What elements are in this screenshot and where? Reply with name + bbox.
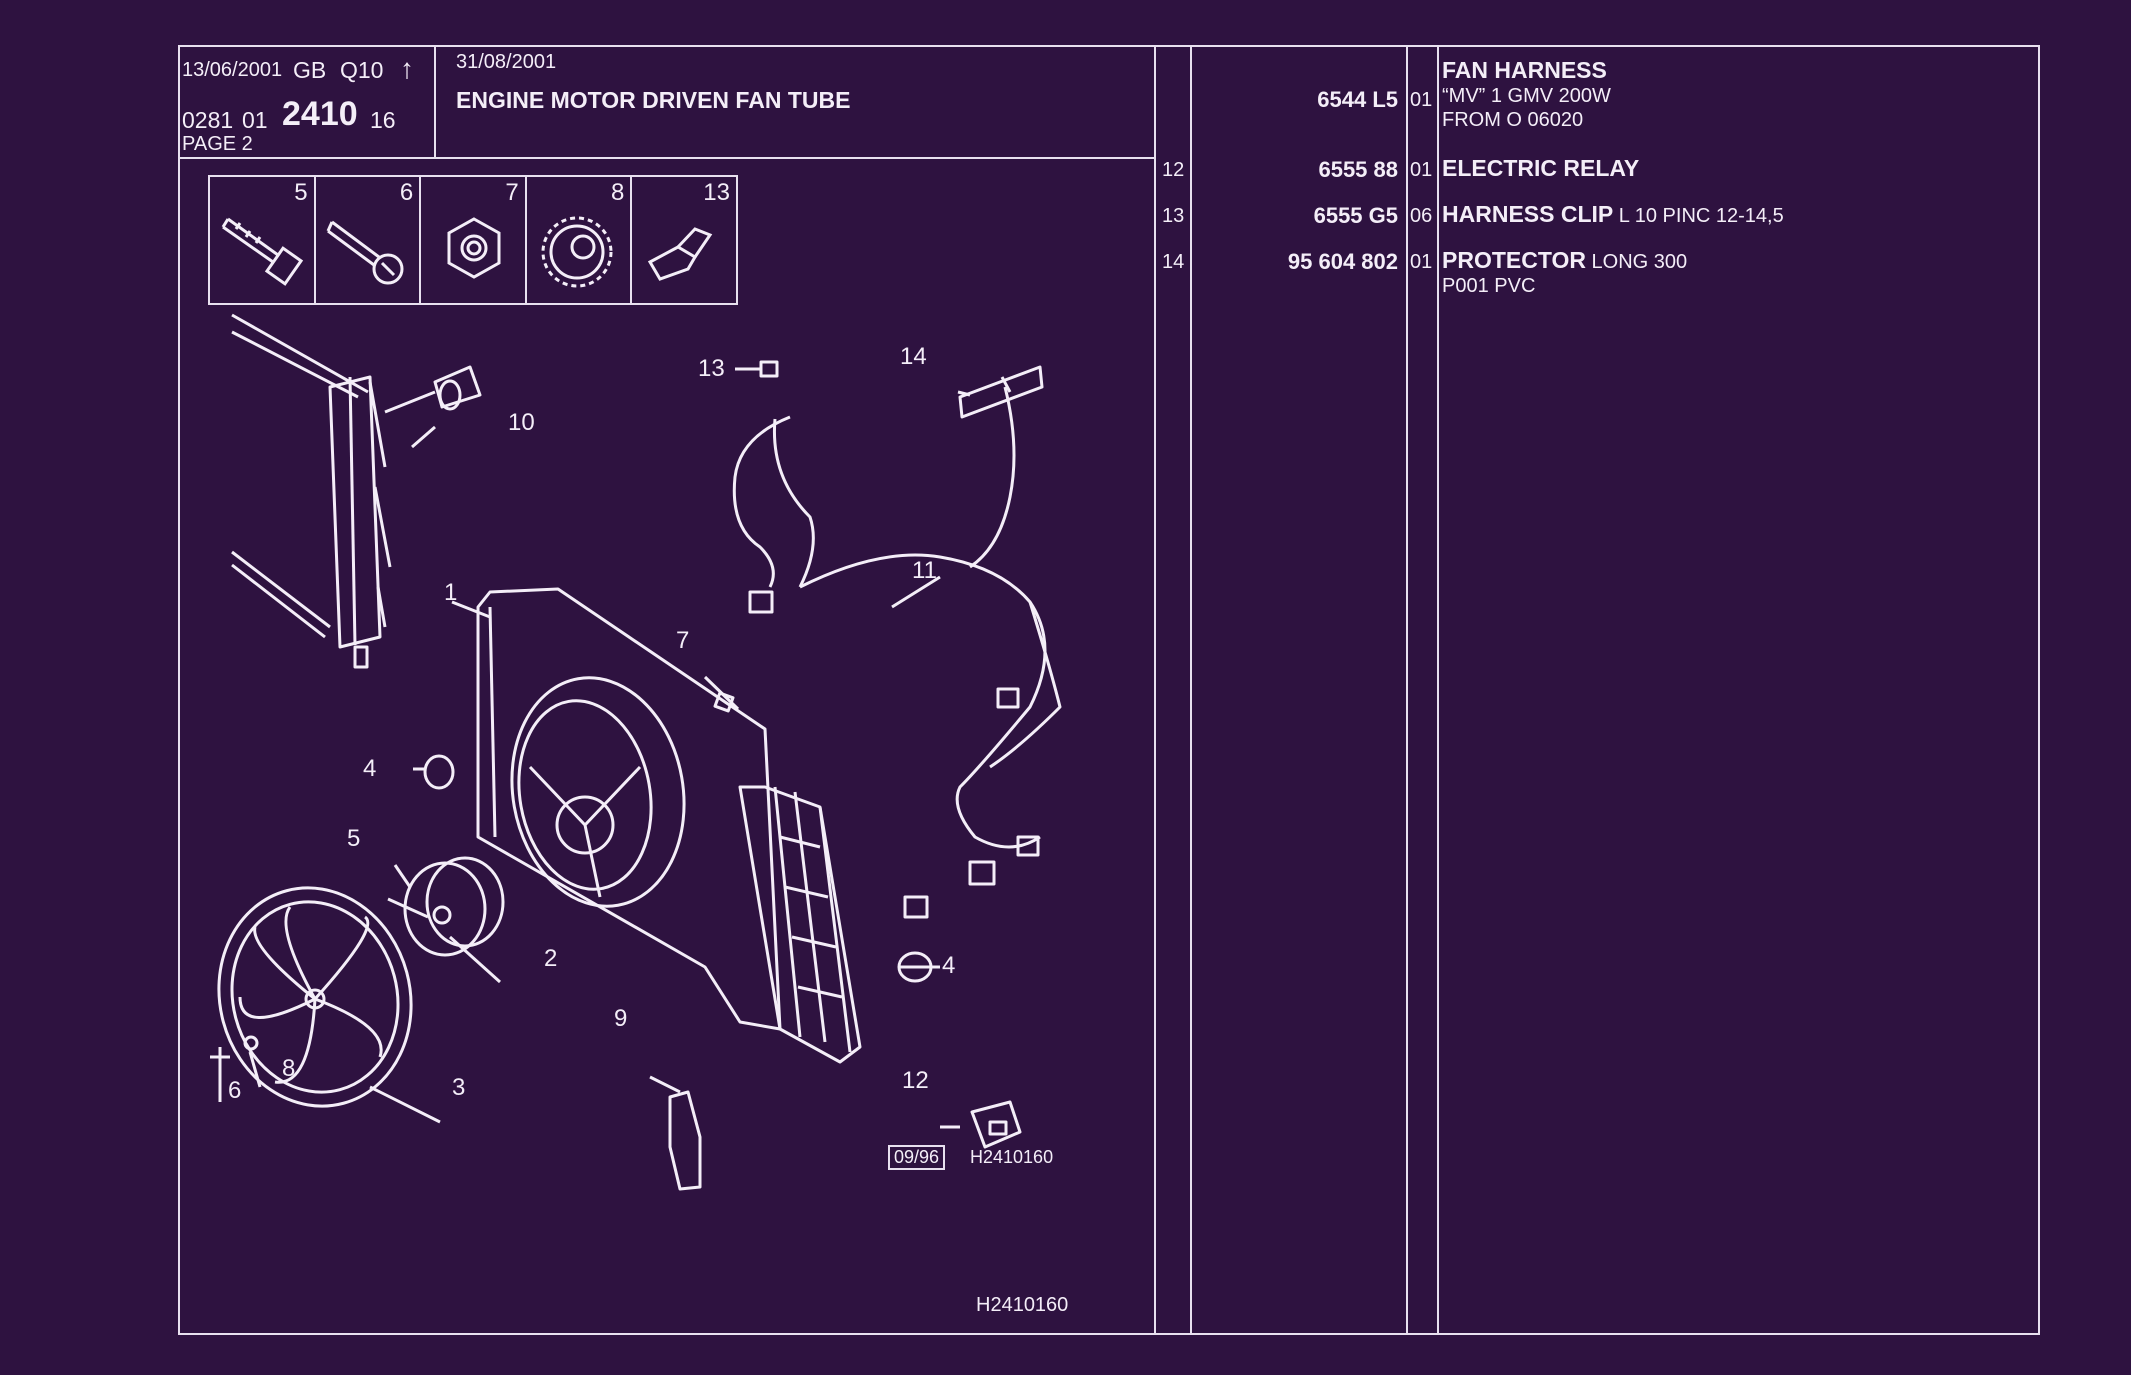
part-index: 14	[1162, 251, 1185, 273]
part-ref: 6555 G5	[1313, 203, 1398, 228]
callout-12: 12	[902, 1067, 929, 1094]
parts-sheet: 13/06/2001 GB Q10 ↑ 0281 01 2410 16 PAGE…	[178, 45, 2040, 1335]
callout-2: 2	[544, 945, 558, 972]
small-part-5: 5	[210, 177, 316, 303]
harness-clip-marker	[759, 360, 779, 378]
small-part-7: 7	[421, 177, 527, 303]
part-index: 12	[1162, 159, 1185, 181]
callout-7: 7	[676, 627, 690, 654]
header-date: 13/06/2001	[182, 59, 283, 81]
screw-icon	[326, 220, 404, 285]
col-divider-c	[1406, 47, 1408, 1335]
shroud-ring	[510, 676, 686, 908]
footer-code: H2410160	[976, 1294, 1069, 1316]
part-description: HARNESS CLIP L 10 PINC 12-14,5	[1442, 201, 1784, 228]
small-part-number: 5	[294, 179, 308, 206]
part-ref: 95 604 802	[1287, 249, 1398, 274]
part-detail: “MV” 1 GMV 200W	[1442, 85, 1611, 107]
header-ref-a: 0281	[182, 107, 234, 133]
up-arrow-icon: ↑	[400, 53, 414, 84]
callout-10: 10	[508, 409, 535, 436]
part-name: PROTECTOR	[1442, 247, 1586, 273]
part-name: HARNESS CLIP	[1442, 201, 1614, 227]
part-description: FAN HARNESS “MV” 1 GMV 200W FROM O 06020	[1442, 57, 1611, 132]
part-index: 13	[1162, 205, 1185, 227]
callout-14: 14	[900, 343, 927, 370]
part-qty: 01	[1410, 251, 1433, 273]
drawing-code: H2410160	[970, 1147, 1054, 1167]
header-code: Q10	[340, 57, 384, 83]
header-title-block: 31/08/2001 ENGINE MOTOR DRIVEN FAN TUBE	[436, 47, 1156, 159]
small-part-number: 8	[611, 179, 625, 206]
part-description: ELECTRIC RELAY	[1442, 155, 1639, 182]
part-name: FAN HARNESS	[1442, 57, 1607, 83]
header-group: 2410	[282, 95, 358, 133]
callout-6: 6	[228, 1077, 242, 1104]
revision-stamp: 09/96	[888, 1145, 946, 1170]
small-part-number: 6	[399, 179, 414, 206]
header-info: 13/06/2001 GB Q10 ↑ 0281 01 2410 16 PAGE…	[180, 47, 436, 159]
header-page: PAGE 2	[182, 133, 253, 155]
radiator-core	[328, 375, 382, 649]
small-part-13: 13	[632, 177, 736, 303]
part-name: ELECTRIC RELAY	[1442, 155, 1640, 181]
part-detail: P001 PVC	[1442, 275, 1536, 297]
part-description: PROTECTOR LONG 300 P001 PVC	[1442, 247, 1687, 298]
title-date: 31/08/2001	[456, 51, 557, 73]
header-lang: GB	[293, 57, 327, 83]
part-name-extra: L 10 PINC 12-14,5	[1613, 205, 1784, 227]
col-divider-b	[1190, 47, 1192, 1335]
part-detail: FROM O 06020	[1442, 109, 1584, 131]
small-part-6: 6	[316, 177, 422, 303]
callout-9: 9	[614, 1005, 628, 1032]
header-ref-b: 01	[242, 107, 268, 133]
part-ref: 6555 88	[1318, 157, 1398, 182]
callout-4b: 4	[942, 952, 956, 979]
nut-icon	[447, 217, 501, 279]
screw-icon	[221, 217, 304, 286]
part-ref: 6544 L5	[1317, 87, 1398, 112]
part-qty: 01	[1410, 89, 1433, 111]
pressure-switch	[668, 1090, 702, 1191]
wiring-harness	[732, 415, 791, 588]
clip-icon	[648, 227, 713, 281]
protector-tube	[958, 365, 1044, 419]
electric-relay	[970, 1100, 1022, 1149]
callout-8: 8	[282, 1055, 296, 1082]
callout-13: 13	[698, 355, 725, 382]
fan-blade	[217, 886, 413, 1108]
callout-1: 1	[444, 579, 458, 606]
col-divider-d	[1437, 47, 1439, 1335]
washer-icon	[541, 216, 613, 288]
header-ref-c: 16	[370, 107, 396, 133]
small-part-number: 13	[703, 179, 730, 206]
part-qty: 01	[1410, 159, 1433, 181]
part-name-extra: LONG 300	[1585, 251, 1688, 273]
page-title: ENGINE MOTOR DRIVEN FAN TUBE	[456, 87, 851, 113]
small-parts-box: 5 6 7	[208, 175, 738, 305]
small-part-number: 7	[505, 179, 519, 206]
exploded-diagram	[210, 313, 1062, 1191]
col-divider-a	[1154, 47, 1156, 1335]
callout-5: 5	[347, 825, 361, 852]
callout-11: 11	[912, 557, 937, 584]
callout-3: 3	[452, 1074, 466, 1101]
small-part-8: 8	[527, 177, 633, 303]
fan-shroud	[476, 587, 782, 1031]
part-qty: 06	[1410, 205, 1433, 227]
callout-4: 4	[363, 755, 377, 782]
